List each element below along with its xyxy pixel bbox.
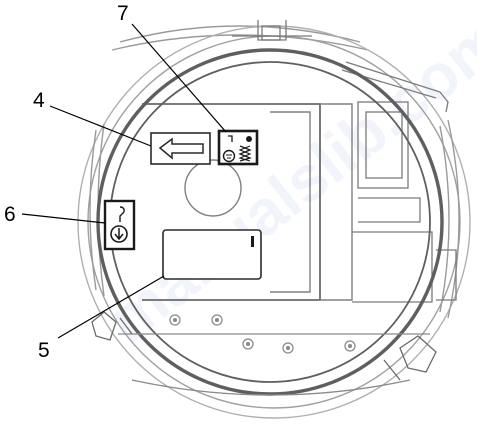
hook-icon (119, 206, 125, 222)
right-side-blocks (352, 101, 457, 303)
screw (211, 314, 223, 326)
callout-lines (21, 23, 227, 339)
leader-line-6 (21, 213, 106, 224)
screw (242, 338, 254, 350)
callout-label-7: 7 (117, 2, 129, 25)
callout-label-5: 5 (38, 339, 50, 362)
screw (344, 340, 356, 352)
ground-symbol-icon (222, 149, 236, 163)
watermark: manualslib.com (93, 2, 477, 357)
callout-label-6: 6 (4, 203, 16, 226)
rating-plate (162, 229, 262, 280)
lifting-down-icon (110, 225, 128, 243)
right-clamp (383, 335, 437, 381)
left-clamp (91, 311, 133, 341)
gear-icon (246, 136, 252, 142)
arrow-sticker (150, 132, 211, 165)
leader-line-5 (57, 275, 165, 339)
symbol-panel (217, 129, 259, 166)
coil-icon (238, 145, 252, 162)
screw (169, 314, 181, 326)
callout-label-4: 4 (33, 89, 45, 112)
leader-line-7 (131, 23, 227, 133)
leader-line-4 (49, 105, 152, 147)
bottom-section (118, 314, 430, 396)
internal-box (142, 103, 353, 301)
lifting-symbol (103, 199, 136, 251)
arrow-left-icon (158, 137, 204, 160)
top-bracket (232, 20, 312, 41)
screw (282, 342, 294, 354)
